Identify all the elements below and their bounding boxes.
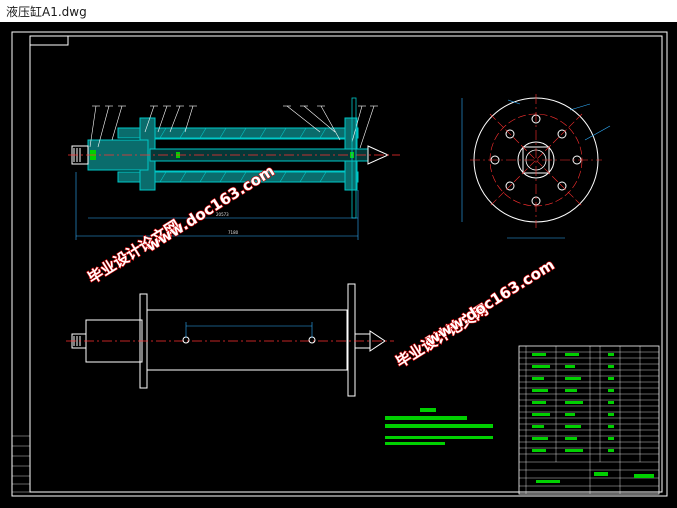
- corner-tab: [29, 35, 69, 46]
- dimension-main: 7180: [228, 230, 239, 235]
- watermark-url-right: www.doc163.com: [423, 256, 558, 350]
- dimension-sub: 20573: [216, 212, 229, 217]
- margin-revision-table: [11, 435, 31, 493]
- section-view: 7180 20573: [68, 97, 400, 240]
- outer-frame: [11, 31, 668, 497]
- inner-frame: [29, 35, 663, 493]
- elevation-view: [66, 283, 394, 397]
- window-titlebar: 液压缸A1.dwg: [0, 0, 677, 23]
- technical-requirements: [385, 408, 493, 445]
- flange-end-view: [461, 94, 611, 239]
- window-title: 液压缸A1.dwg: [6, 5, 87, 19]
- parts-list-table: [518, 345, 660, 495]
- cad-drawing-canvas[interactable]: 7180 20573: [0, 22, 677, 508]
